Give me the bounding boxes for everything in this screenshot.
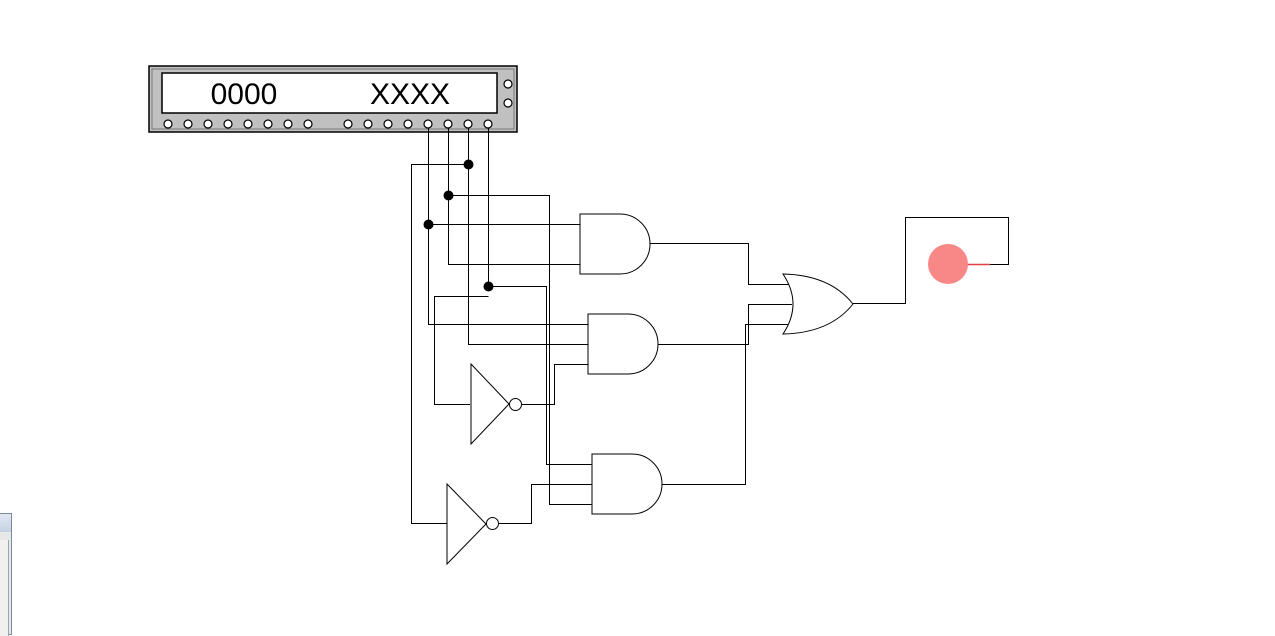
wire-or-to-led[interactable]	[853, 217, 1009, 304]
left-bank-pin-3[interactable]	[203, 119, 213, 129]
wire-and1-to-or[interactable]	[650, 243, 790, 285]
left-bank-pin-1[interactable]	[163, 119, 173, 129]
junction-a	[423, 219, 434, 230]
wire-input-a[interactable]	[428, 128, 591, 325]
right-display-value: XXXX	[370, 78, 450, 111]
left-bank-pin-5[interactable]	[243, 119, 253, 129]
not-gate-1-icon[interactable]	[470, 362, 522, 446]
and-gate-2-icon[interactable]	[587, 313, 659, 375]
wire-and3-to-or[interactable]	[662, 324, 790, 485]
junction-d	[483, 281, 494, 292]
not-gate-2-icon[interactable]	[446, 482, 499, 566]
right-bank-pin-5[interactable]	[423, 119, 433, 129]
left-bank-pin-4[interactable]	[223, 119, 233, 129]
junction-c	[463, 159, 474, 170]
or-gate-icon[interactable]	[782, 273, 854, 335]
left-bank-pin-2[interactable]	[183, 119, 193, 129]
side-pin-2[interactable]	[503, 98, 513, 108]
wires[interactable]	[411, 128, 1009, 524]
wire-input-b[interactable]	[448, 128, 581, 265]
wire-input-c[interactable]	[468, 128, 591, 345]
junction-b	[443, 190, 454, 201]
wire-not2-to-and3[interactable]	[499, 484, 593, 524]
right-bank-pin-7[interactable]	[463, 119, 473, 129]
keypad-display	[161, 72, 498, 114]
left-bank-pin-6[interactable]	[263, 119, 273, 129]
side-pin-1[interactable]	[503, 79, 513, 89]
wire-c-to-not2[interactable]	[411, 164, 469, 524]
right-bank-pin-2[interactable]	[363, 119, 373, 129]
right-bank-pin-3[interactable]	[383, 119, 393, 129]
hex-keypad[interactable]: 0000 XXXX	[148, 65, 518, 133]
led-probe-icon[interactable]	[928, 244, 990, 284]
right-bank-pin-1[interactable]	[343, 119, 353, 129]
offscreen-window-edge[interactable]	[0, 513, 12, 636]
wire-not1-to-and2[interactable]	[522, 364, 590, 405]
and-gate-1-icon[interactable]	[579, 213, 651, 275]
right-bank-pin-4[interactable]	[403, 119, 413, 129]
wire-d-to-and3[interactable]	[488, 286, 594, 465]
left-display-value: 0000	[211, 78, 278, 111]
right-bank-pin-8[interactable]	[483, 119, 493, 129]
wire-b-to-and3[interactable]	[448, 195, 594, 505]
left-bank-pin-8[interactable]	[303, 119, 313, 129]
right-bank-pin-6[interactable]	[443, 119, 453, 129]
and-gate-3-icon[interactable]	[591, 453, 663, 515]
led-light	[928, 244, 968, 284]
wire-d-to-not1[interactable]	[434, 296, 489, 405]
keypad-bevel	[151, 68, 515, 130]
junctions	[423, 159, 494, 292]
left-bank-pin-7[interactable]	[283, 119, 293, 129]
